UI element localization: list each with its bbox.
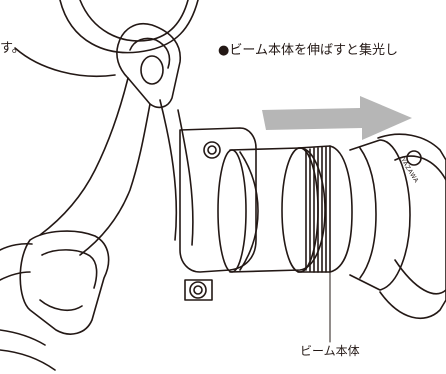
side-strap bbox=[39, 77, 129, 236]
beam-body bbox=[349, 139, 411, 291]
direction-arrow-icon bbox=[262, 96, 412, 140]
knurled-ring bbox=[281, 145, 353, 273]
front-bezel bbox=[377, 133, 446, 320]
top-strap bbox=[59, 0, 199, 54]
strap-buckle-top bbox=[116, 23, 181, 109]
caption-fragment-left: す。 bbox=[0, 41, 25, 56]
caption-beam-note: ●ビーム本体を伸ばすと集光し bbox=[218, 43, 398, 58]
caption-beam-body-label: ビーム本体 bbox=[300, 344, 360, 358]
lamp-bracket bbox=[179, 127, 257, 273]
strap-buckle-bottom bbox=[19, 230, 110, 335]
